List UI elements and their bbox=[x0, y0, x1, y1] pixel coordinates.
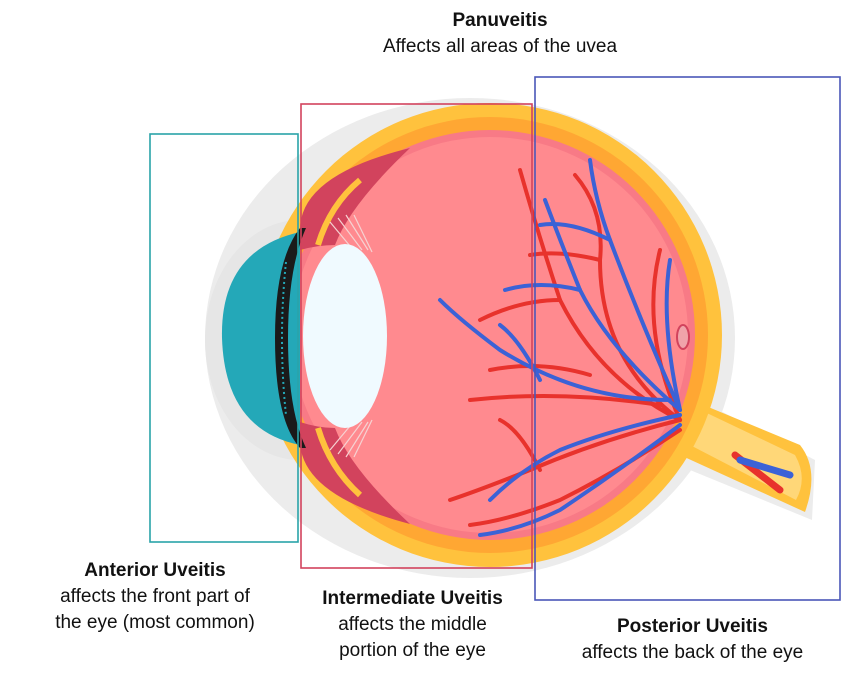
intermediate-uveitis-title: Intermediate Uveitis bbox=[322, 588, 503, 609]
posterior-uveitis-desc: affects the back of the eye bbox=[581, 642, 804, 663]
panuveitis-desc: Affects all areas of the uvea bbox=[382, 36, 618, 57]
anterior-uveitis-title: Anterior Uveitis bbox=[84, 560, 226, 581]
posterior-region-box bbox=[534, 76, 841, 601]
intermediate-region-box bbox=[300, 103, 533, 569]
anterior-uveitis-desc-1: affects the front part of bbox=[60, 586, 250, 607]
posterior-uveitis-label: Posterior Uveitis affects the back of th… bbox=[540, 614, 845, 666]
vitreous-body bbox=[292, 137, 688, 533]
panuveitis-label: Panuveitis Affects all areas of the uvea bbox=[300, 8, 700, 60]
iris bbox=[275, 228, 306, 448]
intermediate-uveitis-desc-2: portion of the eye bbox=[339, 640, 486, 661]
intermediate-uveitis-desc-1: affects the middle bbox=[338, 614, 487, 635]
anterior-region-box bbox=[149, 133, 299, 543]
posterior-uveitis-title: Posterior Uveitis bbox=[617, 616, 768, 637]
intermediate-uveitis-label: Intermediate Uveitis affects the middle … bbox=[290, 586, 535, 664]
optic-nerve bbox=[672, 392, 812, 512]
retinal-veins bbox=[438, 158, 794, 537]
lens bbox=[303, 244, 387, 428]
ciliary-body bbox=[300, 148, 410, 524]
optic-disc bbox=[676, 324, 690, 350]
anterior-uveitis-desc-2: the eye (most common) bbox=[55, 612, 255, 633]
anterior-uveitis-label: Anterior Uveitis affects the front part … bbox=[10, 558, 300, 636]
panuveitis-title: Panuveitis bbox=[452, 10, 548, 31]
